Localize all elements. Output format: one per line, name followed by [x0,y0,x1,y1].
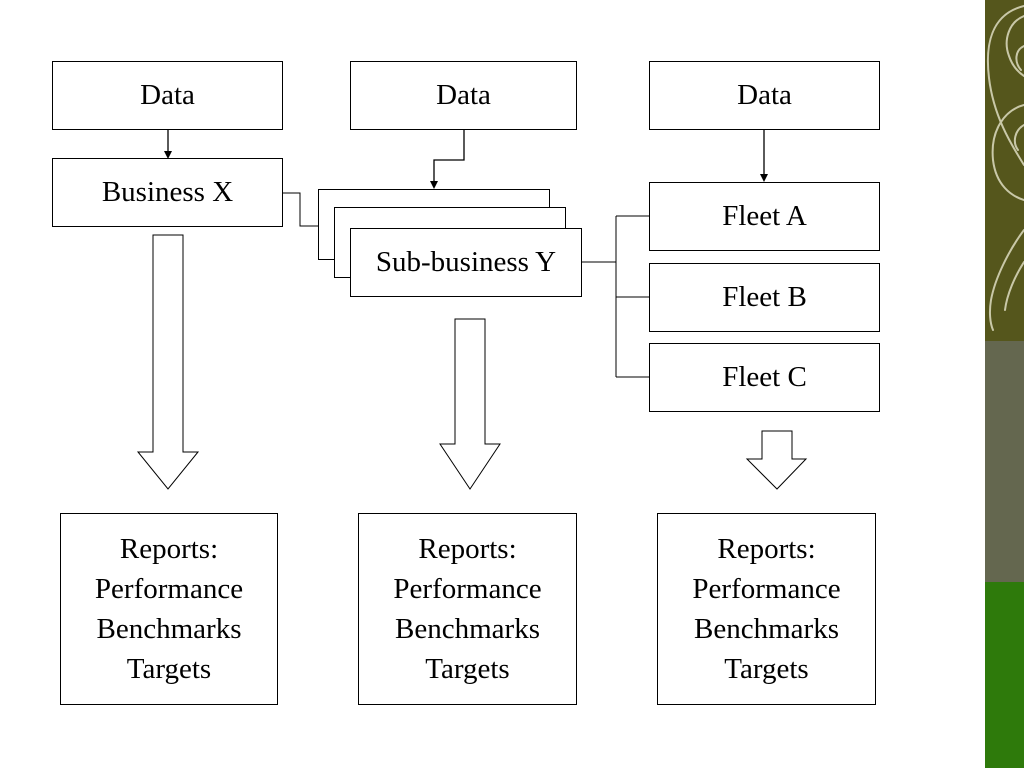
arrow-data3-to-fleet-a [760,130,768,182]
arrow-data1-to-business-x [164,130,172,159]
arrow-data2-to-sub-business [430,130,465,189]
report-3-line-4: Targets [724,653,809,685]
report-1-line-2: Performance [94,573,244,605]
business-x-box: Business X [52,158,283,227]
fleet-a-box: Fleet A [649,182,880,251]
data-label-3: Data [737,78,792,111]
report-2-line-2: Performance [393,573,542,605]
report-1-line-1: Reports: [119,533,219,565]
swirl-motif-icon [986,5,1024,331]
data-label-1: Data [140,78,195,111]
report-1-line-4: Targets [126,653,212,685]
fleet-c-box: Fleet C [649,343,880,412]
business-x-label: Business X [101,175,234,208]
report-2-line-1: Reports: [418,533,517,565]
report-3-line-2: Performance [692,573,841,605]
down-arrow-business-x [136,234,200,490]
fleet-b-box: Fleet B [649,263,880,332]
decorative-stripe-middle [985,341,1024,582]
report-3-line-1: Reports: [717,533,816,565]
connector-business-x-to-sub-business [283,192,318,227]
report-box-2: Reports: Performance Benchmarks Targets [358,513,577,705]
report-1-line-3: Benchmarks [96,613,242,645]
sub-business-y-box: Sub-business Y [350,228,582,297]
decorative-stripe-top [985,0,1024,341]
down-arrow-fleets [745,430,808,490]
data-label-2: Data [436,78,491,111]
fleet-a-label: Fleet A [722,199,807,232]
fleet-c-label: Fleet C [722,360,807,393]
report-2-line-3: Benchmarks [395,613,540,645]
sub-business-y-label: Sub-business Y [375,245,557,278]
decorative-stripe-bottom [985,582,1024,768]
data-box-3: Data [649,61,880,130]
fleet-branch-connector [582,215,650,378]
data-box-1: Data [52,61,283,130]
report-3-line-3: Benchmarks [694,613,839,645]
down-arrow-sub-business [439,318,501,490]
data-box-2: Data [350,61,577,130]
report-box-3: Reports: Performance Benchmarks Targets [657,513,876,705]
fleet-b-label: Fleet B [722,280,807,313]
report-2-line-4: Targets [425,653,510,685]
report-box-1: Reports: Performance Benchmarks Targets [60,513,278,705]
